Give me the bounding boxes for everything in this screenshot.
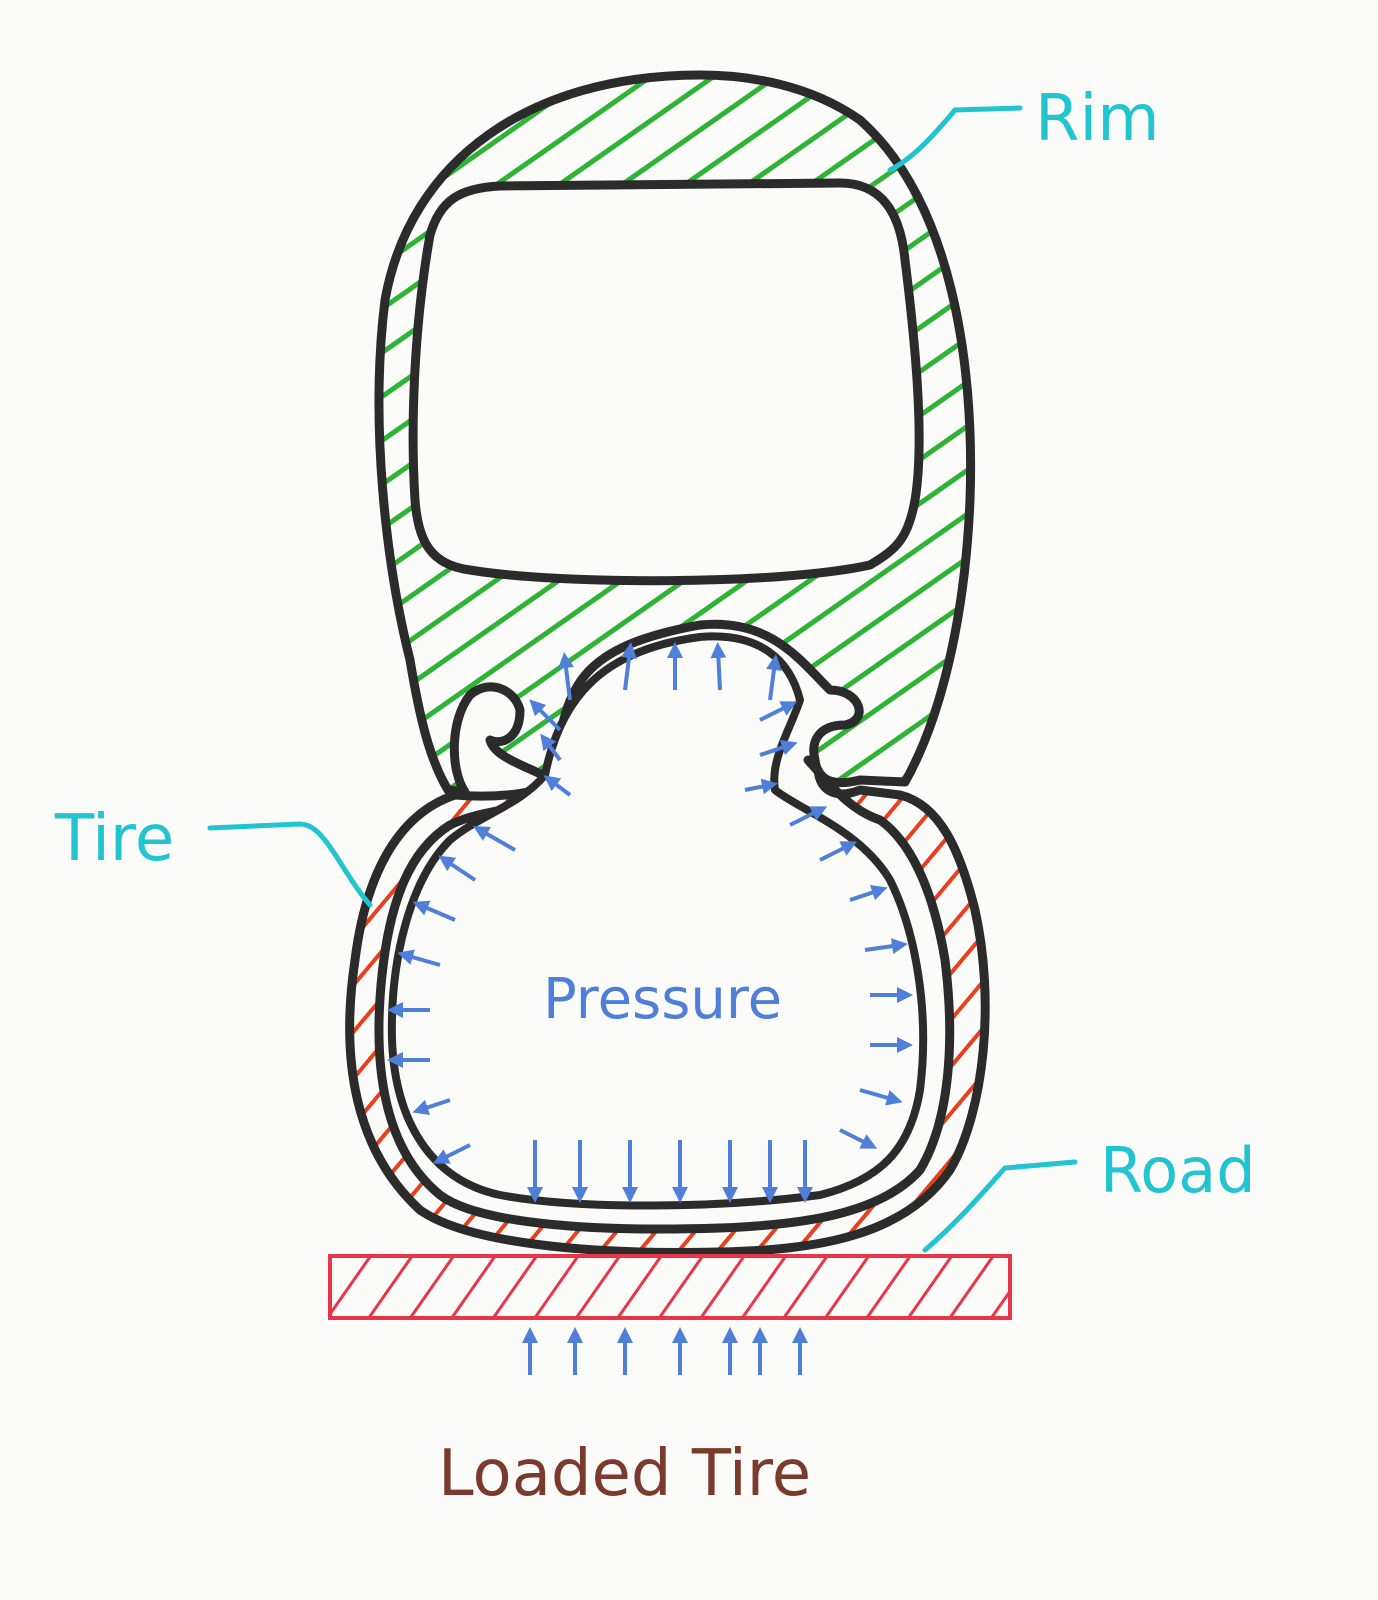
arrow-up-icon: [558, 652, 574, 701]
rim-body: [374, 70, 976, 797]
rim-leader-line: [887, 105, 1023, 173]
arrow-up-icon: [789, 806, 828, 827]
road-label: Road: [1100, 1134, 1256, 1207]
tire-casing: [345, 755, 990, 1258]
arrow-up-icon: [529, 699, 562, 732]
pressure-label: Pressure: [543, 967, 782, 1032]
arrow-up-icon: [766, 654, 782, 701]
road-leader-line: [922, 1159, 1078, 1253]
arrow-up-icon: [540, 733, 562, 762]
arrow-up-icon: [849, 884, 888, 902]
tire-label: Tire: [54, 802, 174, 876]
arrow-up-icon: [859, 1088, 903, 1106]
arrow-up-icon: [432, 1143, 471, 1164]
arrow-up-icon: [412, 1098, 451, 1116]
caption-label: Loaded Tire: [438, 1437, 811, 1511]
arrow-up-icon: [744, 778, 778, 795]
arrow-up-icon: [473, 826, 516, 852]
arrow-up-icon: [819, 841, 858, 862]
arrow-up-icon: [839, 1128, 878, 1149]
arrow-up-icon: [412, 900, 456, 922]
arrow-up-icon: [759, 701, 798, 722]
arrow-up-icon: [621, 642, 637, 691]
arrow-up-icon: [543, 775, 572, 797]
pressure-arrows: [387, 642, 913, 1375]
arrow-up-icon: [397, 949, 441, 967]
arrow-up-icon: [710, 642, 727, 691]
arrow-up-icon: [864, 938, 908, 955]
road-surface: [328, 1254, 1012, 1320]
arrow-up-icon: [438, 855, 477, 882]
tire-leader-line: [207, 821, 373, 908]
rim-label: Rim: [1035, 82, 1160, 156]
arrow-up-icon: [759, 739, 798, 757]
